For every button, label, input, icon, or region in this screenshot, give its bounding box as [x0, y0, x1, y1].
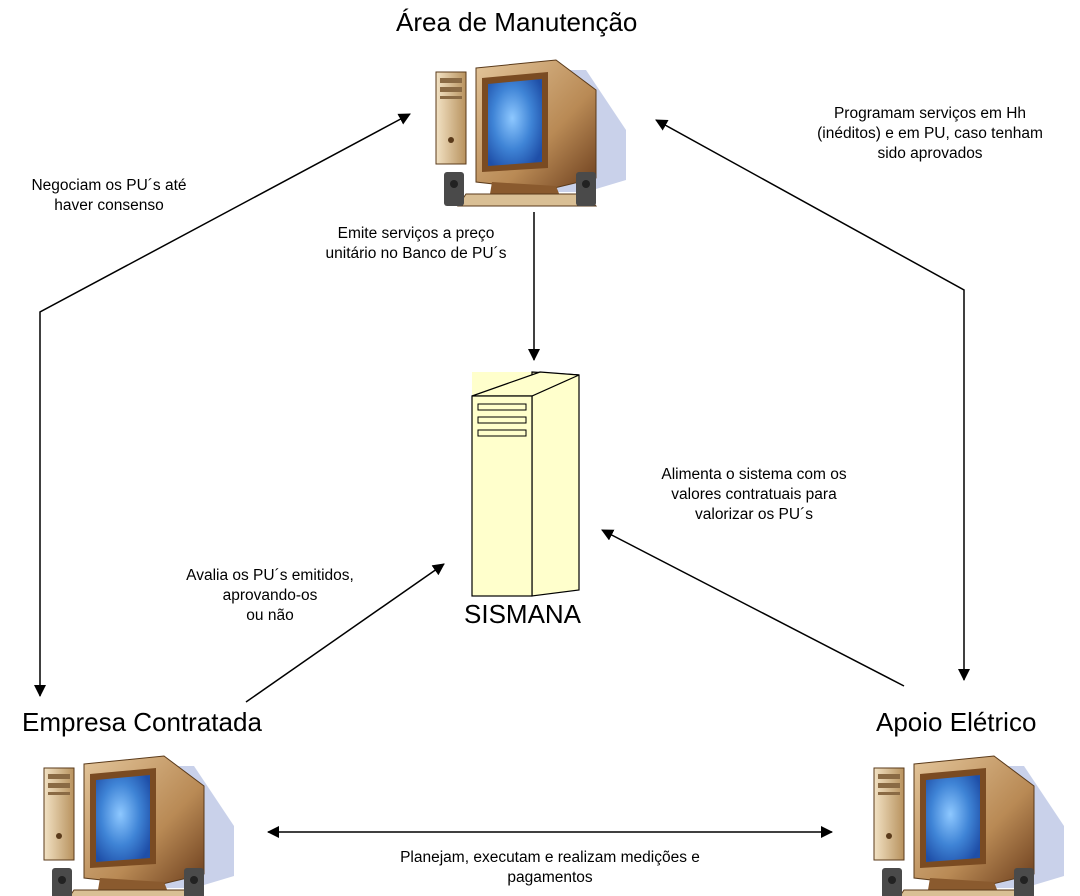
negotiate-arrow: [34, 113, 411, 697]
negotiate-note: Negociam os PU´s até haver consenso: [31, 177, 187, 215]
server-tower-icon: [471, 371, 580, 597]
schedule-arrow: [655, 119, 970, 681]
feed-arrow: [601, 529, 905, 687]
plan-note: Planejam, executam e realizam medições e…: [400, 849, 700, 887]
maintenance-computer-icon: [435, 59, 627, 207]
maintenance-area-title: Área de Manutenção: [396, 7, 638, 37]
evaluate-note: Avalia os PU´s emitidos, aprovando-os ou…: [186, 567, 354, 625]
sismana-server-label: SISMANA: [464, 599, 582, 629]
evaluate-arrow: [245, 563, 445, 703]
contractor-title: Empresa Contratada: [22, 707, 262, 737]
feed-note: Alimenta o sistema com os valores contra…: [661, 466, 847, 524]
electrical-support-title: Apoio Elétrico: [876, 707, 1037, 737]
electrical-computer-icon: [873, 755, 1065, 896]
schedule-note: Programam serviços em Hh (inéditos) e em…: [817, 105, 1043, 163]
contractor-computer-icon: [43, 755, 235, 896]
emit-note: Emite serviços a preço unitário no Banco…: [325, 225, 507, 263]
